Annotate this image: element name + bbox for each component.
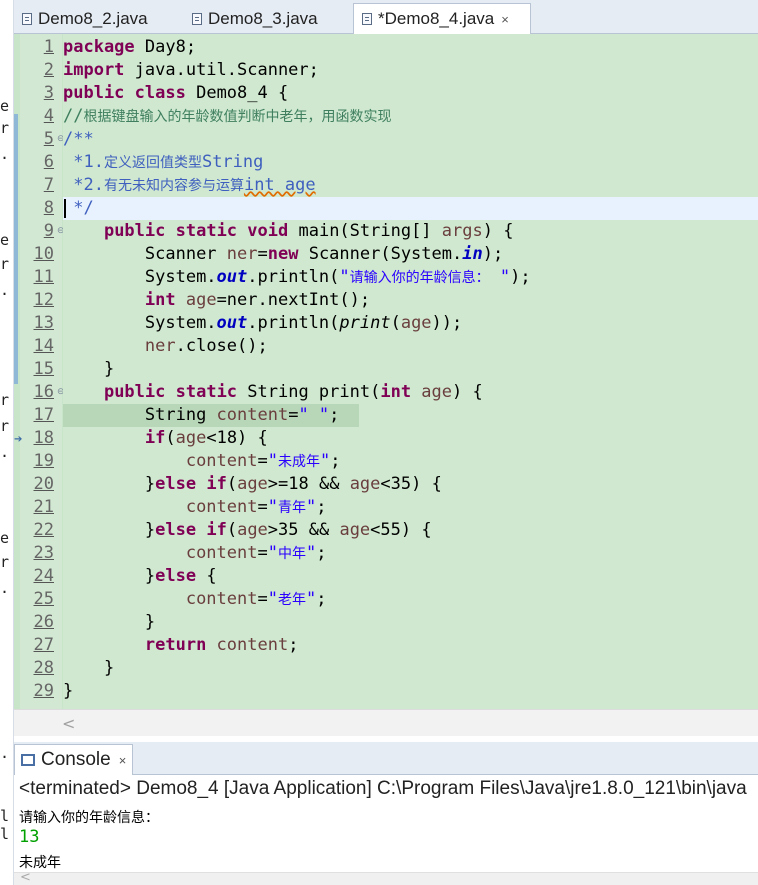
close-icon[interactable]: × (118, 752, 127, 768)
line-number: 23 (33, 543, 54, 563)
code-line-23: content="中年"; (185, 543, 327, 563)
fold-toggle-icon[interactable]: ⊖ (57, 226, 65, 236)
line-number: 26 (33, 612, 54, 632)
tab-demo8-3[interactable]: Demo8_3.java (184, 3, 352, 34)
occurrence-highlight (63, 404, 359, 427)
scroll-left-icon[interactable]: < (62, 714, 76, 733)
code-text-area[interactable]: package Day8; import java.util.Scanner; … (63, 34, 758, 709)
code-line-16: public static String print(int age) { (103, 382, 483, 402)
code-line-29: } (63, 681, 74, 701)
line-number: 12 (33, 290, 54, 310)
line-number: 7 (43, 175, 54, 195)
code-line-11: System.out.println("请输入你的年龄信息： "); (144, 267, 531, 287)
line-number: 10 (33, 244, 54, 264)
line-number: 16 (33, 382, 54, 402)
line-number: 3 (43, 83, 54, 103)
console-icon (21, 754, 35, 766)
code-line-6: *1.定义返回值类型String (63, 152, 264, 172)
console-status-line: <terminated> Demo8_4 [Java Application] … (19, 778, 747, 799)
tab-console[interactable]: Console × (14, 744, 134, 775)
current-line-marker-icon: ➔ (14, 434, 23, 445)
code-line-20: }else if(age>=18 && age<35) { (144, 474, 442, 494)
line-number: 29 (33, 681, 54, 701)
marker-column (14, 34, 22, 709)
fold-toggle-icon[interactable]: ⊖ (57, 387, 65, 397)
code-line-18: if(age<18) { (144, 428, 268, 448)
tab-label: *Demo8_4.java (378, 9, 495, 28)
line-number: 19 (33, 451, 54, 471)
line-number: 25 (33, 589, 54, 609)
editor-horizontal-scrollbar[interactable]: < (14, 709, 758, 736)
tab-demo8-4[interactable]: *Demo8_4.java × (353, 3, 531, 34)
line-number: 9 (43, 221, 54, 241)
code-line-1: package Day8; (63, 37, 197, 57)
java-file-icon (362, 13, 372, 25)
console-output[interactable]: <terminated> Demo8_4 [Java Application] … (14, 775, 758, 885)
close-icon[interactable]: × (501, 11, 509, 27)
code-line-7: *2.有无未知内容参与运算int age (63, 175, 316, 195)
change-ruler (14, 114, 18, 384)
code-line-9: public static void main(String[] args) { (103, 221, 514, 241)
code-line-27: return content; (144, 635, 299, 655)
code-line-10: Scanner ner=new Scanner(System.in); (144, 244, 504, 264)
line-number: 18 (33, 428, 54, 448)
current-line-highlight (63, 197, 758, 220)
console-prompt-output: 请输入你的年龄信息： (19, 810, 159, 826)
line-number: 27 (33, 635, 54, 655)
java-file-icon (22, 12, 32, 25)
line-number: 21 (33, 497, 54, 517)
code-line-3: public class Demo8_4 { (63, 83, 289, 103)
code-line-28: } (63, 658, 115, 678)
java-file-icon (192, 12, 202, 25)
code-line-24: }else { (144, 566, 217, 586)
line-number: 1 (43, 37, 54, 57)
line-number: 11 (33, 267, 54, 287)
line-number: 6 (43, 152, 54, 172)
console-user-input: 13 (19, 827, 40, 847)
editor-tab-bar: Demo8_2.java Demo8_3.java *Demo8_4.java … (14, 0, 758, 34)
line-number: 2 (43, 60, 54, 80)
code-editor[interactable]: 1 2 3 4 5 6 7 8 9 10 11 12 13 14 15 16 1… (14, 34, 758, 709)
line-number: 24 (33, 566, 54, 586)
code-line-25: content="老年"; (185, 589, 327, 609)
line-number: 20 (33, 474, 54, 494)
package-explorer-edge: e r . e r . r r . e r . . l l (0, 0, 14, 885)
line-number: 22 (33, 520, 54, 540)
code-line-12: int age=ner.nextInt(); (144, 290, 371, 310)
code-line-4: //根据键盘输入的年龄数值判断中老年，用函数实现 (63, 106, 392, 126)
code-line-2: import java.util.Scanner; (63, 60, 319, 80)
code-line-14: ner.close(); (144, 336, 268, 356)
line-number: 13 (33, 313, 54, 333)
code-line-21: content="青年"; (185, 497, 327, 517)
tab-demo8-2[interactable]: Demo8_2.java (14, 3, 174, 34)
fold-toggle-icon[interactable]: ⊖ (57, 134, 65, 144)
scroll-left-icon[interactable]: < (20, 870, 31, 885)
code-line-17: String content=" "; (144, 405, 340, 425)
line-number: 28 (33, 658, 54, 678)
line-number: 17 (33, 405, 54, 425)
line-number: 14 (33, 336, 54, 356)
console-tab-label: Console (41, 749, 111, 770)
code-line-5: /** (63, 129, 94, 149)
tab-label: Demo8_3.java (208, 8, 318, 28)
code-line-19: content="未成年"; (185, 451, 341, 471)
console-tab-bar: Console × (14, 742, 758, 775)
line-number: 5 (43, 129, 54, 149)
line-number: 8 (43, 198, 54, 218)
code-line-22: }else if(age>35 && age<55) { (144, 520, 432, 540)
line-number-gutter: 1 2 3 4 5 6 7 8 9 10 11 12 13 14 15 16 1… (20, 34, 65, 709)
tab-label: Demo8_2.java (38, 8, 148, 28)
line-number: 15 (33, 359, 54, 379)
code-line-8: */ (63, 198, 94, 218)
code-line-26: } (63, 612, 156, 632)
console-horizontal-scrollbar[interactable]: < (14, 870, 758, 885)
code-line-15: } (63, 359, 115, 379)
text-caret (64, 199, 66, 218)
line-number: 4 (43, 106, 54, 126)
console-result-output: 未成年 (19, 855, 61, 871)
code-line-13: System.out.println(print(age)); (144, 313, 463, 333)
